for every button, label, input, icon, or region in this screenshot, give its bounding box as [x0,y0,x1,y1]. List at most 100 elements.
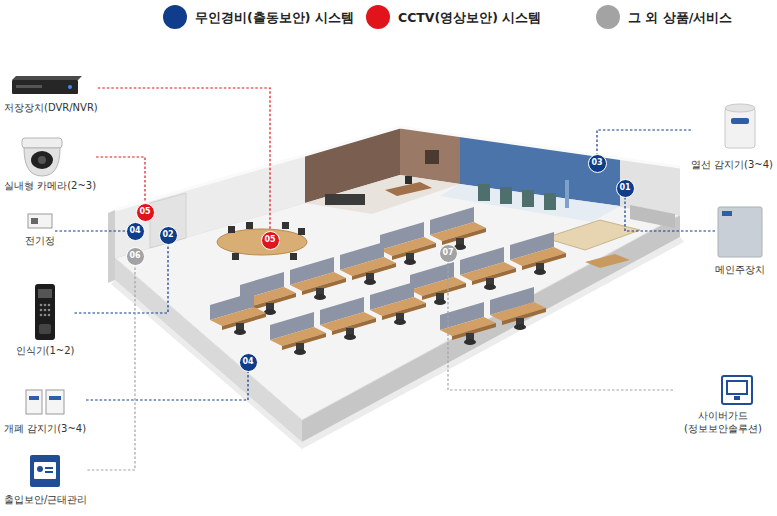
lock-icon [28,214,52,228]
device-item: 출입보안/근태관리 [4,455,87,507]
callout-circle: 05 [261,231,280,250]
illustration-part [24,148,60,176]
callout-circle: 06 [126,247,145,266]
device-item: 저장장치(DVR/NVR) [4,76,98,115]
illustration-part [490,287,546,330]
contact-sensor-icon [26,390,64,414]
illustration-part [722,211,732,216]
camera-icon [22,138,62,176]
illustration-part [28,214,52,228]
callout-circle: 04 [126,222,145,241]
callout-number: 04 [242,358,253,366]
illustration-part [48,309,51,312]
sofa [325,194,365,205]
illustration-part [31,151,53,169]
callout-number: 06 [129,252,140,260]
leader-line [75,245,169,314]
illustration-part [460,247,516,290]
kitchen-counter [630,205,675,228]
device-label: 개폐 감지기(3~4) [4,423,86,436]
legend-swatch [596,5,620,29]
legend-swatch [366,5,390,29]
illustration-part [37,466,43,472]
illustration-part [22,138,62,148]
illustration-part [320,297,376,340]
illustration-part [370,282,426,325]
illustration-part [12,80,78,94]
side-wall [108,210,115,283]
illustration-part [44,309,47,312]
chair [405,176,412,184]
leader-line [625,198,715,232]
illustration-part [38,156,46,164]
device-item: 실내형 카메라(2~3) [4,138,96,193]
glass-partition [565,180,569,208]
device-item: 열선 감지기(3~4) [691,104,773,172]
recorder-icon [12,76,82,94]
heat-sensor-icon [725,104,755,148]
illustration-part [68,85,72,89]
back-wall [115,155,305,258]
partition-wall [150,193,186,248]
chair [282,222,289,229]
leader-line [448,263,673,391]
illustration-part [38,289,52,298]
illustration-part [290,257,346,300]
booth [544,193,556,210]
callout-number: 05 [264,236,275,244]
booth [500,187,512,204]
illustration-part [340,242,396,285]
sofa [545,220,640,250]
chair [228,226,235,233]
illustration-part [270,312,326,355]
callout-circle: 03 [588,154,607,173]
chair [290,253,297,260]
main-unit-icon [718,207,762,257]
illustration-part [30,455,60,487]
device-label: 전기정 [25,235,55,248]
booth [522,190,534,207]
leader-line [87,266,135,471]
device-label: 인식기(1~2) [16,345,75,358]
illustration-part [44,314,47,317]
illustration-part [410,262,466,305]
callout-circle: 07 [439,244,458,263]
illustration-part [210,292,266,335]
device-item: 개폐 감지기(3~4) [4,387,86,436]
illustration-part [725,104,755,112]
reader-icon [35,284,55,340]
callout-number: 04 [129,227,140,235]
callout-number: 01 [619,184,630,192]
picture-frame [425,150,439,164]
illustration-part [45,471,53,473]
device-label: 출입보안/근태관리 [4,494,87,507]
illustration-part [731,118,749,124]
illustration-part [29,396,39,400]
illustration-part [31,218,38,224]
illustration-part [45,467,53,469]
illustration-part [734,396,740,400]
illustration-part [380,222,436,265]
illustration-part [46,390,64,414]
callout-number: 07 [442,249,453,257]
access-icon [30,455,60,487]
illustration-part [510,232,566,275]
illustration-part [26,390,42,414]
callout-circle: 01 [616,179,635,198]
callout-circle: 05 [136,203,155,222]
illustration-part [722,376,752,404]
device-label: 열선 감지기(3~4) [691,159,773,172]
illustration-part [40,304,43,307]
chair [298,228,305,235]
leader-line [86,372,248,401]
legend-text: CCTV(영상보안) 시스템 [398,10,541,25]
illustration-part [727,381,747,394]
callout-number: 02 [162,231,173,239]
illustration-part [725,108,755,148]
office-desk [385,182,432,196]
illustration-part [35,284,55,340]
legend-text: 그 외 상품/서비스 [628,10,732,25]
illustration-part [48,304,51,307]
